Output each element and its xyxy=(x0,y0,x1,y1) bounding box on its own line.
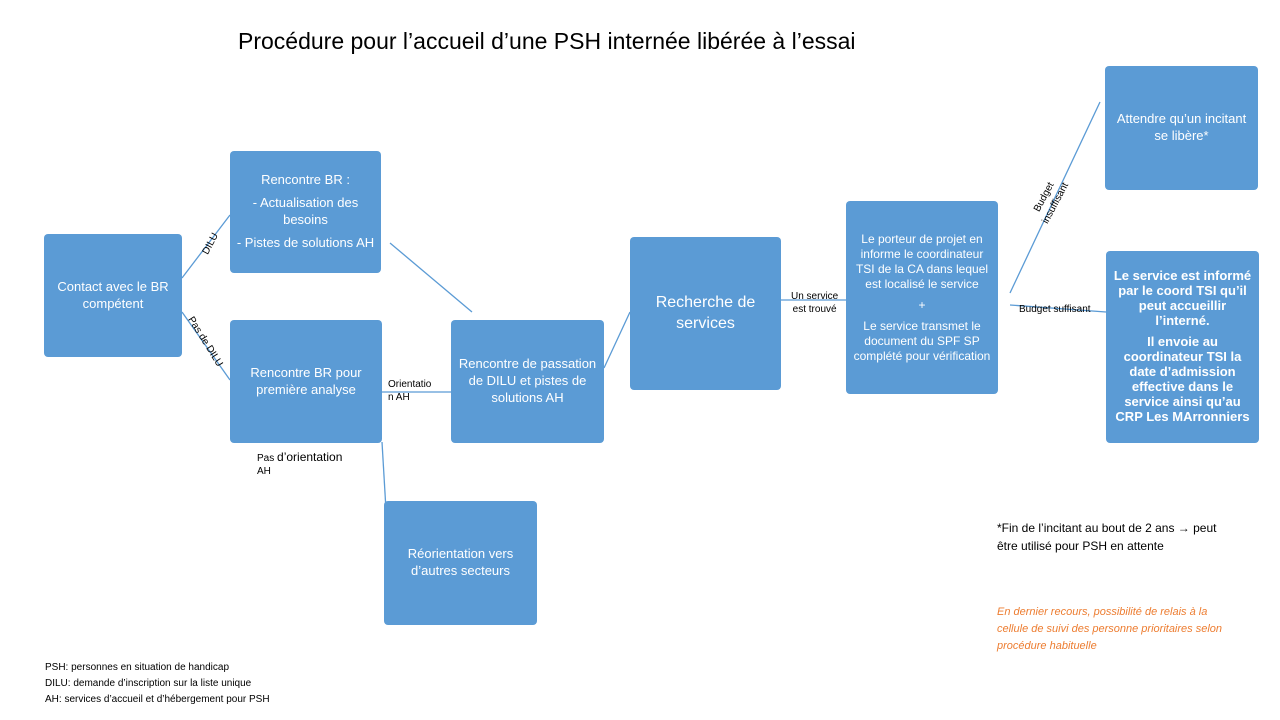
connector-contact-to-rencontre-br xyxy=(181,214,231,279)
recherche-text: Recherche de services xyxy=(655,293,756,332)
recherche-box: Recherche de services xyxy=(630,237,781,390)
note-dernier-recours: En dernier recours, possibilité de relai… xyxy=(997,604,1222,655)
note-dernier-recours-line3: procédure habituelle xyxy=(997,640,1097,652)
label-orientation-ah-line1: Orientatio xyxy=(388,379,432,390)
label-un-service-trouve: Un service est trouvé xyxy=(791,291,838,316)
premiere-analyse-text: Rencontre BR pour première analyse xyxy=(250,364,362,397)
attendre-box: Attendre qu’un incitant se libère* xyxy=(1105,66,1258,190)
connector-premiere-analyse-to-reorientation xyxy=(381,441,387,511)
label-pas-orientation-word2: d’orientation xyxy=(277,450,343,464)
note-dernier-recours-line1: En dernier recours, possibilité de relai… xyxy=(997,606,1208,618)
rencontre-br-box: Rencontre BR : - Actualisation des besoi… xyxy=(230,151,381,273)
label-pas-orientation-ah: Pas d’orientation AH xyxy=(257,450,342,478)
legend-dilu: DILU: demande d’inscription sur la liste… xyxy=(45,678,252,689)
service-informe-box: Le service est informé par le coord TSI … xyxy=(1106,251,1259,443)
note-fin-incitant-line1: *Fin de l’incitant au bout de 2 ans → pe… xyxy=(997,521,1217,535)
rencontre-br-heading: Rencontre BR : xyxy=(261,172,350,188)
label-un-service-line1: Un service xyxy=(791,291,839,302)
reorientation-box: Réorientation vers d’autres secteurs xyxy=(384,501,537,625)
label-pas-orientation-word1: Pas xyxy=(257,453,275,464)
label-pas-orientation-line2: AH xyxy=(257,465,271,477)
porteur-text-2: Le service transmet le document du SPF S… xyxy=(853,318,991,363)
label-un-service-line2: est trouvé xyxy=(792,303,837,315)
service-informe-text-2: Il envoie au coordinateur TSI la date d’… xyxy=(1115,334,1250,424)
connector-porteur-to-service-informe xyxy=(1009,304,1107,313)
legend: PSH: personnes en situation de handicap … xyxy=(45,660,270,708)
legend-ah: AH: services d’accueil et d’hébergement … xyxy=(45,694,270,705)
passation-box: Rencontre de passation de DILU et pistes… xyxy=(451,320,604,443)
porteur-plus: + xyxy=(918,297,926,312)
page-title: Procédure pour l’accueil d’une PSH inter… xyxy=(238,28,856,54)
label-orientation-ah: Orientatio n AH xyxy=(388,379,431,404)
service-informe-text-1: Le service est informé par le coord TSI … xyxy=(1113,268,1252,329)
connector-passation-to-recherche xyxy=(603,311,631,369)
porteur-text-1: Le porteur de projet en informe le coord… xyxy=(855,231,989,291)
rencontre-br-line2: - Pistes de solutions AH xyxy=(236,234,375,250)
reorientation-text: Réorientation vers d’autres secteurs xyxy=(407,546,514,578)
legend-psh: PSH: personnes en situation de handicap xyxy=(45,662,230,673)
note-dernier-recours-line2: cellule de suivi des personne prioritair… xyxy=(997,623,1223,635)
porteur-box: Le porteur de projet en informe le coord… xyxy=(846,201,998,394)
connector-rencontre-br-to-passation xyxy=(389,242,473,313)
label-budget-suffisant: Budget suffisant xyxy=(1019,304,1091,315)
rencontre-br-line1: - Actualisation des besoins xyxy=(252,195,359,227)
passation-text: Rencontre de passation de DILU et pistes… xyxy=(458,356,597,405)
attendre-text: Attendre qu’un incitant se libère* xyxy=(1116,111,1247,143)
premiere-analyse-box: Rencontre BR pour première analyse xyxy=(230,320,382,443)
connector-porteur-to-attendre xyxy=(1009,101,1101,294)
note-fin-incitant: *Fin de l’incitant au bout de 2 ans → pe… xyxy=(997,519,1216,555)
connector-contact-to-premiere-analyse xyxy=(181,311,231,381)
label-orientation-ah-line2: n AH xyxy=(388,391,410,403)
contact-text: Contact avec le BR compétent xyxy=(57,278,169,311)
note-fin-incitant-line2: être utilisé pour PSH en attente xyxy=(997,539,1164,553)
contact-box: Contact avec le BR compétent xyxy=(44,234,182,357)
